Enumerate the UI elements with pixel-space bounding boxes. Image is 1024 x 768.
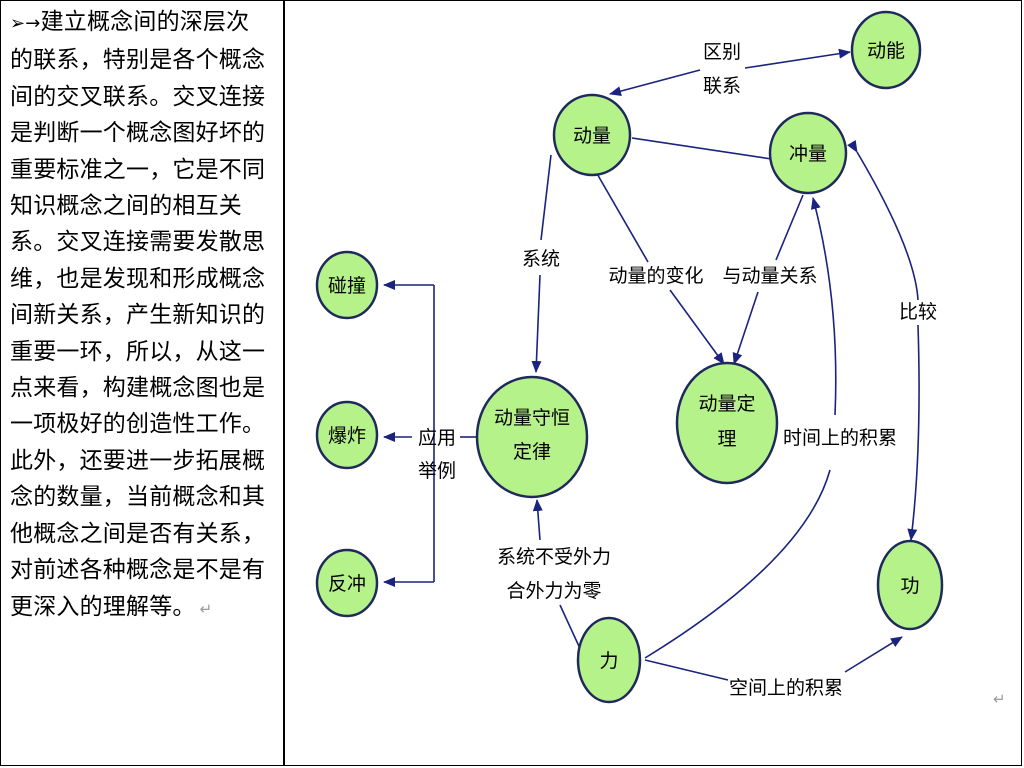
edge-external-to-conservation	[532, 499, 543, 541]
node-label: 动量守恒	[494, 407, 570, 429]
edge-label: 举例	[418, 460, 456, 482]
text-line: 系。交叉连接需要发散思	[10, 229, 266, 256]
node-label: 动量定	[698, 393, 755, 415]
text-line: 一项极好的创造性工作。	[10, 411, 266, 438]
node-labels: 动能 动量 冲量 碰撞 爆炸 反冲 动量守恒 定律 动量定 理 功 力	[328, 40, 920, 672]
edge-label: 与动量关系	[722, 265, 817, 287]
edge-label: 动量的变化	[608, 265, 703, 287]
edge-relation-to-kinetic-energy	[744, 48, 851, 69]
node-label: 定律	[513, 441, 551, 463]
node-label: 力	[599, 650, 618, 672]
node-label: 动量	[573, 125, 611, 147]
edge-space-to-work	[844, 636, 903, 673]
edge-label: 系统	[522, 248, 560, 270]
node-label: 理	[717, 428, 736, 450]
concept-map: 动能 动量 冲量 碰撞 爆炸 反冲 动量守恒 定律 动量定 理 功 力 区别 联…	[315, 10, 944, 704]
text-line: ➢→建立概念间的深层次	[10, 4, 279, 42]
text-line: 此外，还要进一步拓展概	[10, 447, 266, 474]
edge-system-to-conservation	[531, 274, 542, 373]
node-label: 功	[900, 575, 919, 597]
edge-distinguish-to-momentum	[609, 69, 701, 96]
text-line: 维，也是发现和形成概念	[10, 265, 266, 292]
bullet-arrow-icon: ➢→	[10, 13, 41, 34]
node-label: 爆炸	[328, 425, 366, 447]
edge-label: 合外力为零	[506, 580, 601, 602]
node-impulse	[768, 111, 848, 195]
edge-labels: 区别 联系 系统 动量的变化 与动量关系 比较 应用 举例 时间上的积累 系统不…	[418, 41, 937, 699]
node-conservation-law	[475, 375, 589, 499]
node-label: 碰撞	[328, 275, 366, 297]
edge-momentum-system	[540, 154, 552, 241]
edge-relation-to-theorem	[732, 291, 759, 365]
edge-force-time	[644, 469, 831, 659]
text-line: 是判断一个概念图好坏的	[10, 120, 266, 147]
edge-compare-to-work	[907, 324, 920, 541]
text-line: 更深入的理解等。↵	[10, 593, 213, 620]
text-line: 重要标准之一，它是不同	[10, 156, 266, 183]
node-recoil	[315, 548, 379, 618]
text-line: 他概念之间是否有关系，	[10, 520, 266, 547]
edge-label: 空间上的积累	[729, 677, 843, 699]
edge-time-to-impulse	[810, 197, 837, 416]
node-momentum-theorem	[675, 361, 779, 485]
edge-label: 应用	[418, 427, 456, 449]
edge-impulse-compare	[847, 139, 919, 301]
node-collision	[315, 250, 379, 320]
node-label: 动能	[867, 40, 905, 62]
text-line: 对前述各种概念是不是有	[10, 557, 266, 584]
text-line: 间新关系，产生新知识的	[10, 302, 266, 329]
edge-label: 比较	[899, 301, 937, 323]
edge-label: 时间上的积累	[783, 427, 897, 449]
edge-label: 系统不受外力	[497, 546, 611, 568]
edge-label: 联系	[703, 75, 741, 97]
nodes	[315, 10, 944, 704]
edge-momentum-impulse	[631, 137, 779, 161]
node-force	[576, 616, 642, 704]
node-label: 反冲	[328, 573, 366, 595]
text-line: 重要一环，所以，从这一	[10, 338, 266, 365]
edge-change-to-theorem	[669, 289, 725, 365]
edge-momentum-change	[591, 164, 649, 263]
node-explosion	[315, 400, 379, 470]
text-line: 知识概念之间的相互关	[10, 193, 242, 220]
node-momentum	[552, 93, 632, 177]
edge-force-space	[644, 659, 729, 681]
text-line: 间的交叉联系。交叉连接	[10, 83, 266, 110]
text-line: 点来看，构建概念图也是	[10, 375, 266, 402]
paragraph-mark-icon: ↵	[199, 599, 213, 618]
edge-impulse-relation	[775, 194, 804, 261]
node-label: 冲量	[789, 143, 827, 165]
node-kinetic-energy	[850, 10, 922, 90]
paragraph-mark-icon: ↵	[993, 690, 1006, 708]
text-panel: ➢→建立概念间的深层次 的联系，特别是各个概念 间的交叉联系。交叉连接 是判断一…	[0, 0, 285, 766]
node-work	[876, 539, 944, 631]
edge-label: 区别	[703, 41, 741, 63]
text-line: 念的数量，当前概念和其	[10, 484, 266, 511]
text-line: 的联系，特别是各个概念	[10, 47, 266, 74]
